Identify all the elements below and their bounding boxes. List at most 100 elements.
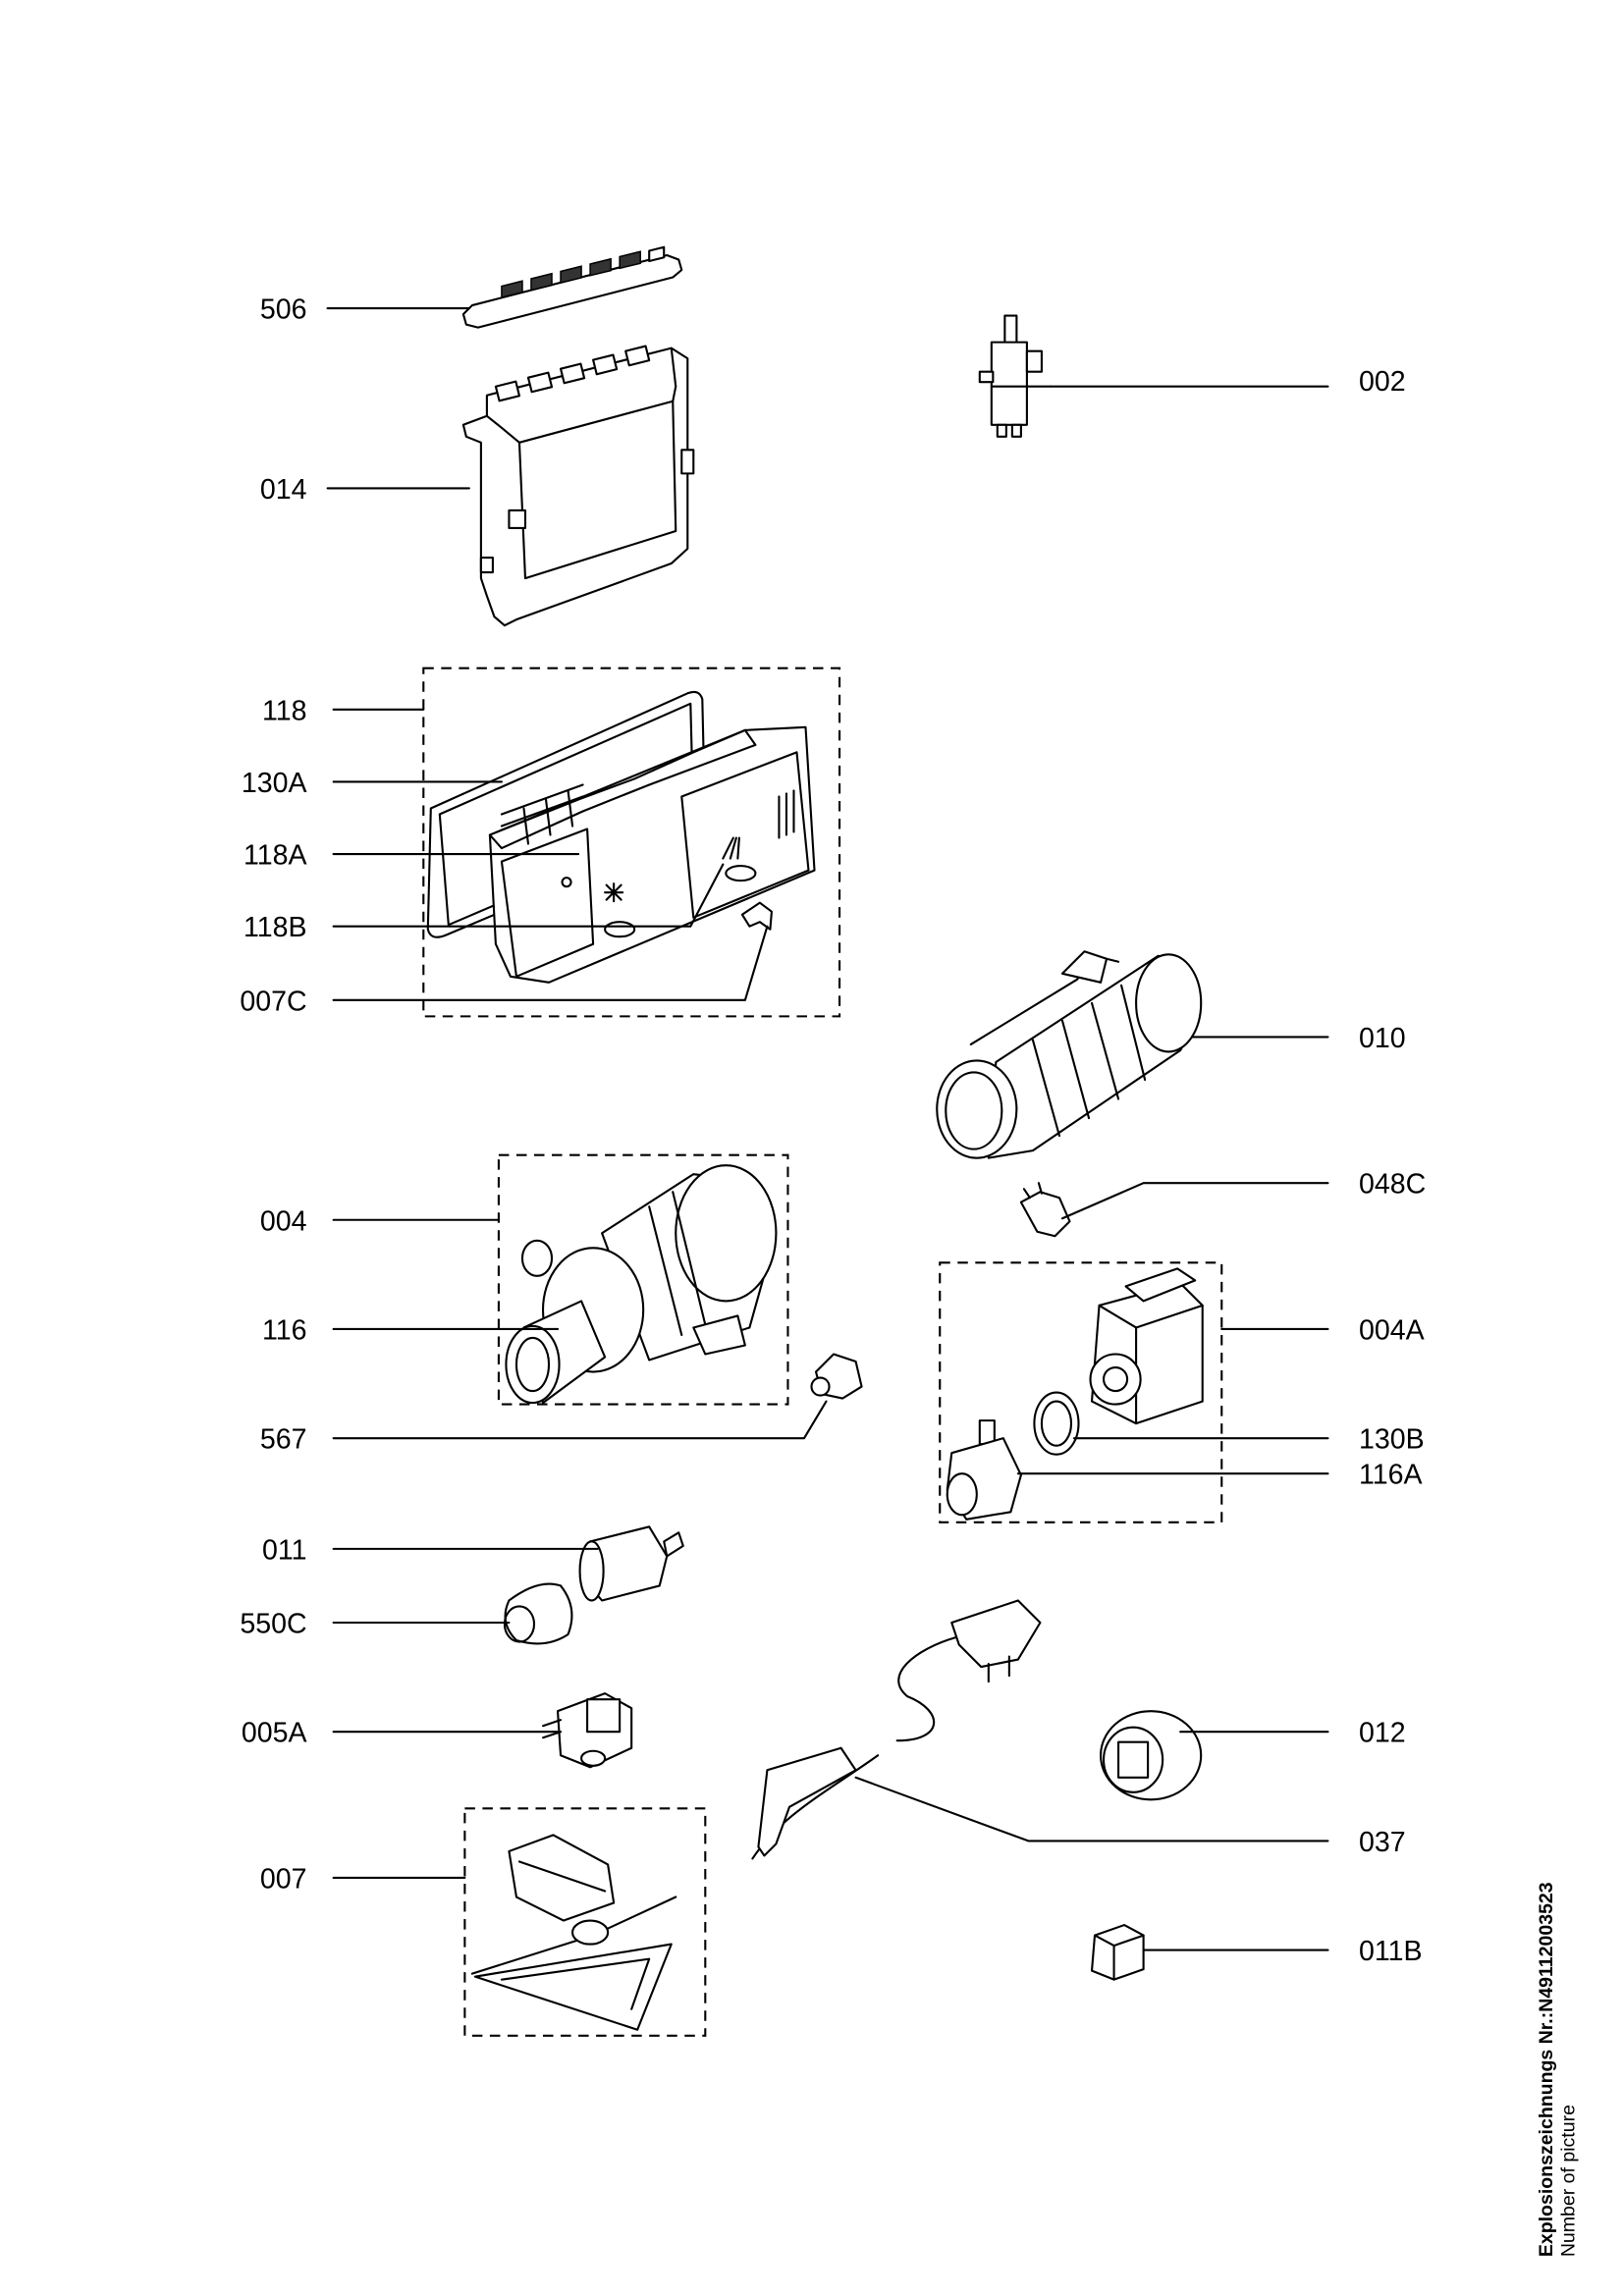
heater-rib xyxy=(1090,1001,1120,1100)
part-011-drawing xyxy=(578,1525,684,1602)
callout-012: 012 xyxy=(1359,1718,1406,1749)
ring-inner xyxy=(1040,1400,1073,1447)
relay-edge xyxy=(1112,1934,1145,1948)
drawing-number: Explosionszeichnungs Nr.:N49112003523 xyxy=(1536,1882,1557,2257)
switch-body xyxy=(990,341,1028,426)
callouts-left: 506 014 118 130A 118A 118B 007C 004 116 … xyxy=(240,294,306,1896)
callout-005A: 005A xyxy=(242,1718,307,1749)
switch-terminal xyxy=(996,423,1007,438)
strip-tab xyxy=(589,257,612,277)
knob-center xyxy=(1117,1740,1150,1779)
module-connector xyxy=(624,345,651,367)
strip-body xyxy=(461,253,683,329)
callout-506: 506 xyxy=(260,294,307,326)
strip-tab xyxy=(648,245,666,263)
sensor-pin xyxy=(1022,1188,1031,1200)
pump-outlet xyxy=(520,1239,554,1277)
pressure-switch-edge xyxy=(1098,1304,1138,1329)
dispenser-left-panel xyxy=(500,828,595,978)
leader-037 xyxy=(854,1776,1329,1842)
pump-bracket xyxy=(692,1314,746,1356)
part-506-drawing xyxy=(461,245,683,329)
part-004-drawing xyxy=(505,1164,778,1405)
module-connector xyxy=(592,353,619,376)
plug-body xyxy=(950,1599,1042,1669)
group-box-004A xyxy=(939,1261,1223,1523)
group-box-118 xyxy=(422,667,841,1018)
pressure-switch-connector xyxy=(1124,1267,1197,1303)
switch-plunger xyxy=(1003,314,1018,347)
callout-130B: 130B xyxy=(1359,1424,1425,1456)
group-box-007 xyxy=(463,1807,707,2037)
part-118-drawing xyxy=(488,725,816,984)
cable-bracket xyxy=(757,1746,857,1857)
callout-048C: 048C xyxy=(1359,1169,1426,1201)
pump-inlet-inner xyxy=(514,1336,551,1393)
group-box-004 xyxy=(497,1153,789,1406)
part-116A-drawing xyxy=(946,1419,1022,1521)
switch-tab xyxy=(1025,349,1043,373)
callout-007C: 007C xyxy=(240,986,306,1017)
pump-rib xyxy=(672,1191,707,1326)
callout-004A: 004A xyxy=(1359,1314,1425,1346)
strip-tab xyxy=(619,250,641,270)
part-130B-drawing xyxy=(1033,1391,1080,1456)
spray-arm-duct xyxy=(508,1834,616,1922)
callout-116A: 116A xyxy=(1359,1460,1423,1491)
switch-terminal xyxy=(1010,423,1022,438)
level-bars-icon xyxy=(778,789,795,839)
callout-004: 004 xyxy=(260,1205,307,1237)
heater-rib xyxy=(1060,1019,1091,1120)
capacitor-terminal xyxy=(663,1531,684,1558)
pump-motor-end xyxy=(675,1164,778,1303)
part-011B-drawing xyxy=(1090,1924,1145,1981)
capacitor-end xyxy=(578,1540,605,1602)
spray-arm-hub xyxy=(571,1919,610,1946)
relay-edge xyxy=(1093,1934,1115,1948)
callout-002: 002 xyxy=(1359,366,1406,398)
strip-tab xyxy=(501,280,523,298)
module-clip xyxy=(508,508,527,530)
footer: Explosionszeichnungs Nr.:N49112003523 Nu… xyxy=(1536,1882,1580,2257)
callout-037: 037 xyxy=(1359,1827,1406,1858)
heater-rib xyxy=(1120,984,1147,1082)
chamber-end xyxy=(946,1472,978,1517)
pump-inlet xyxy=(505,1324,561,1405)
module-edge xyxy=(670,347,677,402)
callout-007: 007 xyxy=(260,1863,307,1895)
callout-550C: 550C xyxy=(240,1609,306,1640)
module-clip xyxy=(479,556,494,574)
part-048C-drawing xyxy=(1019,1182,1071,1238)
module-edge xyxy=(485,414,521,444)
callout-011B: 011B xyxy=(1359,1936,1423,1967)
snowflake-icon xyxy=(604,882,624,903)
part-002-drawing xyxy=(978,314,1052,438)
valve-terminal xyxy=(541,1719,563,1728)
valve-coil xyxy=(586,1698,622,1734)
dispenser-rinse-panel xyxy=(680,751,810,919)
part-007-drawing xyxy=(470,1834,677,2031)
dispenser-top xyxy=(488,728,757,850)
part-005A-drawing xyxy=(541,1692,633,1769)
part-004A-drawing xyxy=(1089,1267,1204,1425)
module-clip xyxy=(680,449,695,475)
grid-line xyxy=(567,789,574,828)
module-connector xyxy=(526,371,554,394)
detergent-lid-oval xyxy=(604,921,636,938)
part-550C-drawing xyxy=(503,1582,573,1645)
callout-118A: 118A xyxy=(243,840,307,872)
leader-118B xyxy=(332,863,725,928)
callout-567: 567 xyxy=(260,1424,307,1456)
module-connector xyxy=(559,362,586,385)
spray-arm-base xyxy=(473,1943,673,2031)
part-007C-drawing xyxy=(740,901,773,931)
leader-007C xyxy=(332,925,769,1001)
part-014-drawing xyxy=(461,345,695,627)
switch-tab xyxy=(978,370,995,384)
clip-hole xyxy=(810,1376,831,1397)
strip-tab xyxy=(530,272,553,292)
cap-end xyxy=(503,1605,536,1643)
indicator-dot xyxy=(561,877,572,888)
valve-spout xyxy=(580,1749,607,1767)
